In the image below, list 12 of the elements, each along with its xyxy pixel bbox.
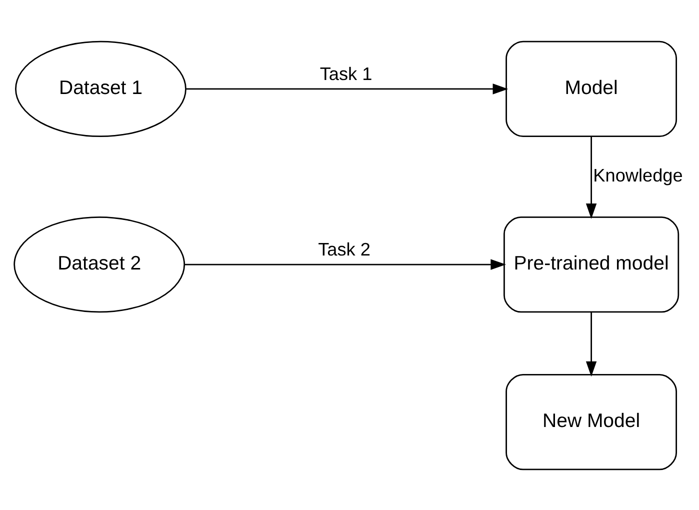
node-box: New Model: [506, 373, 677, 470]
arrow: [186, 83, 508, 94]
node-box: Pre-trained model: [504, 216, 680, 312]
node-box: Model: [506, 40, 677, 137]
arrow: [184, 258, 506, 270]
edge-label: Task 1: [320, 63, 372, 84]
node-ellipse: Dataset 2: [14, 216, 186, 312]
edge-label: Task 2: [318, 238, 370, 259]
node-ellipse: Dataset 1: [15, 40, 186, 137]
arrow: [586, 311, 597, 376]
arrow: [586, 136, 597, 218]
edge-label: Knowledge: [593, 164, 683, 185]
